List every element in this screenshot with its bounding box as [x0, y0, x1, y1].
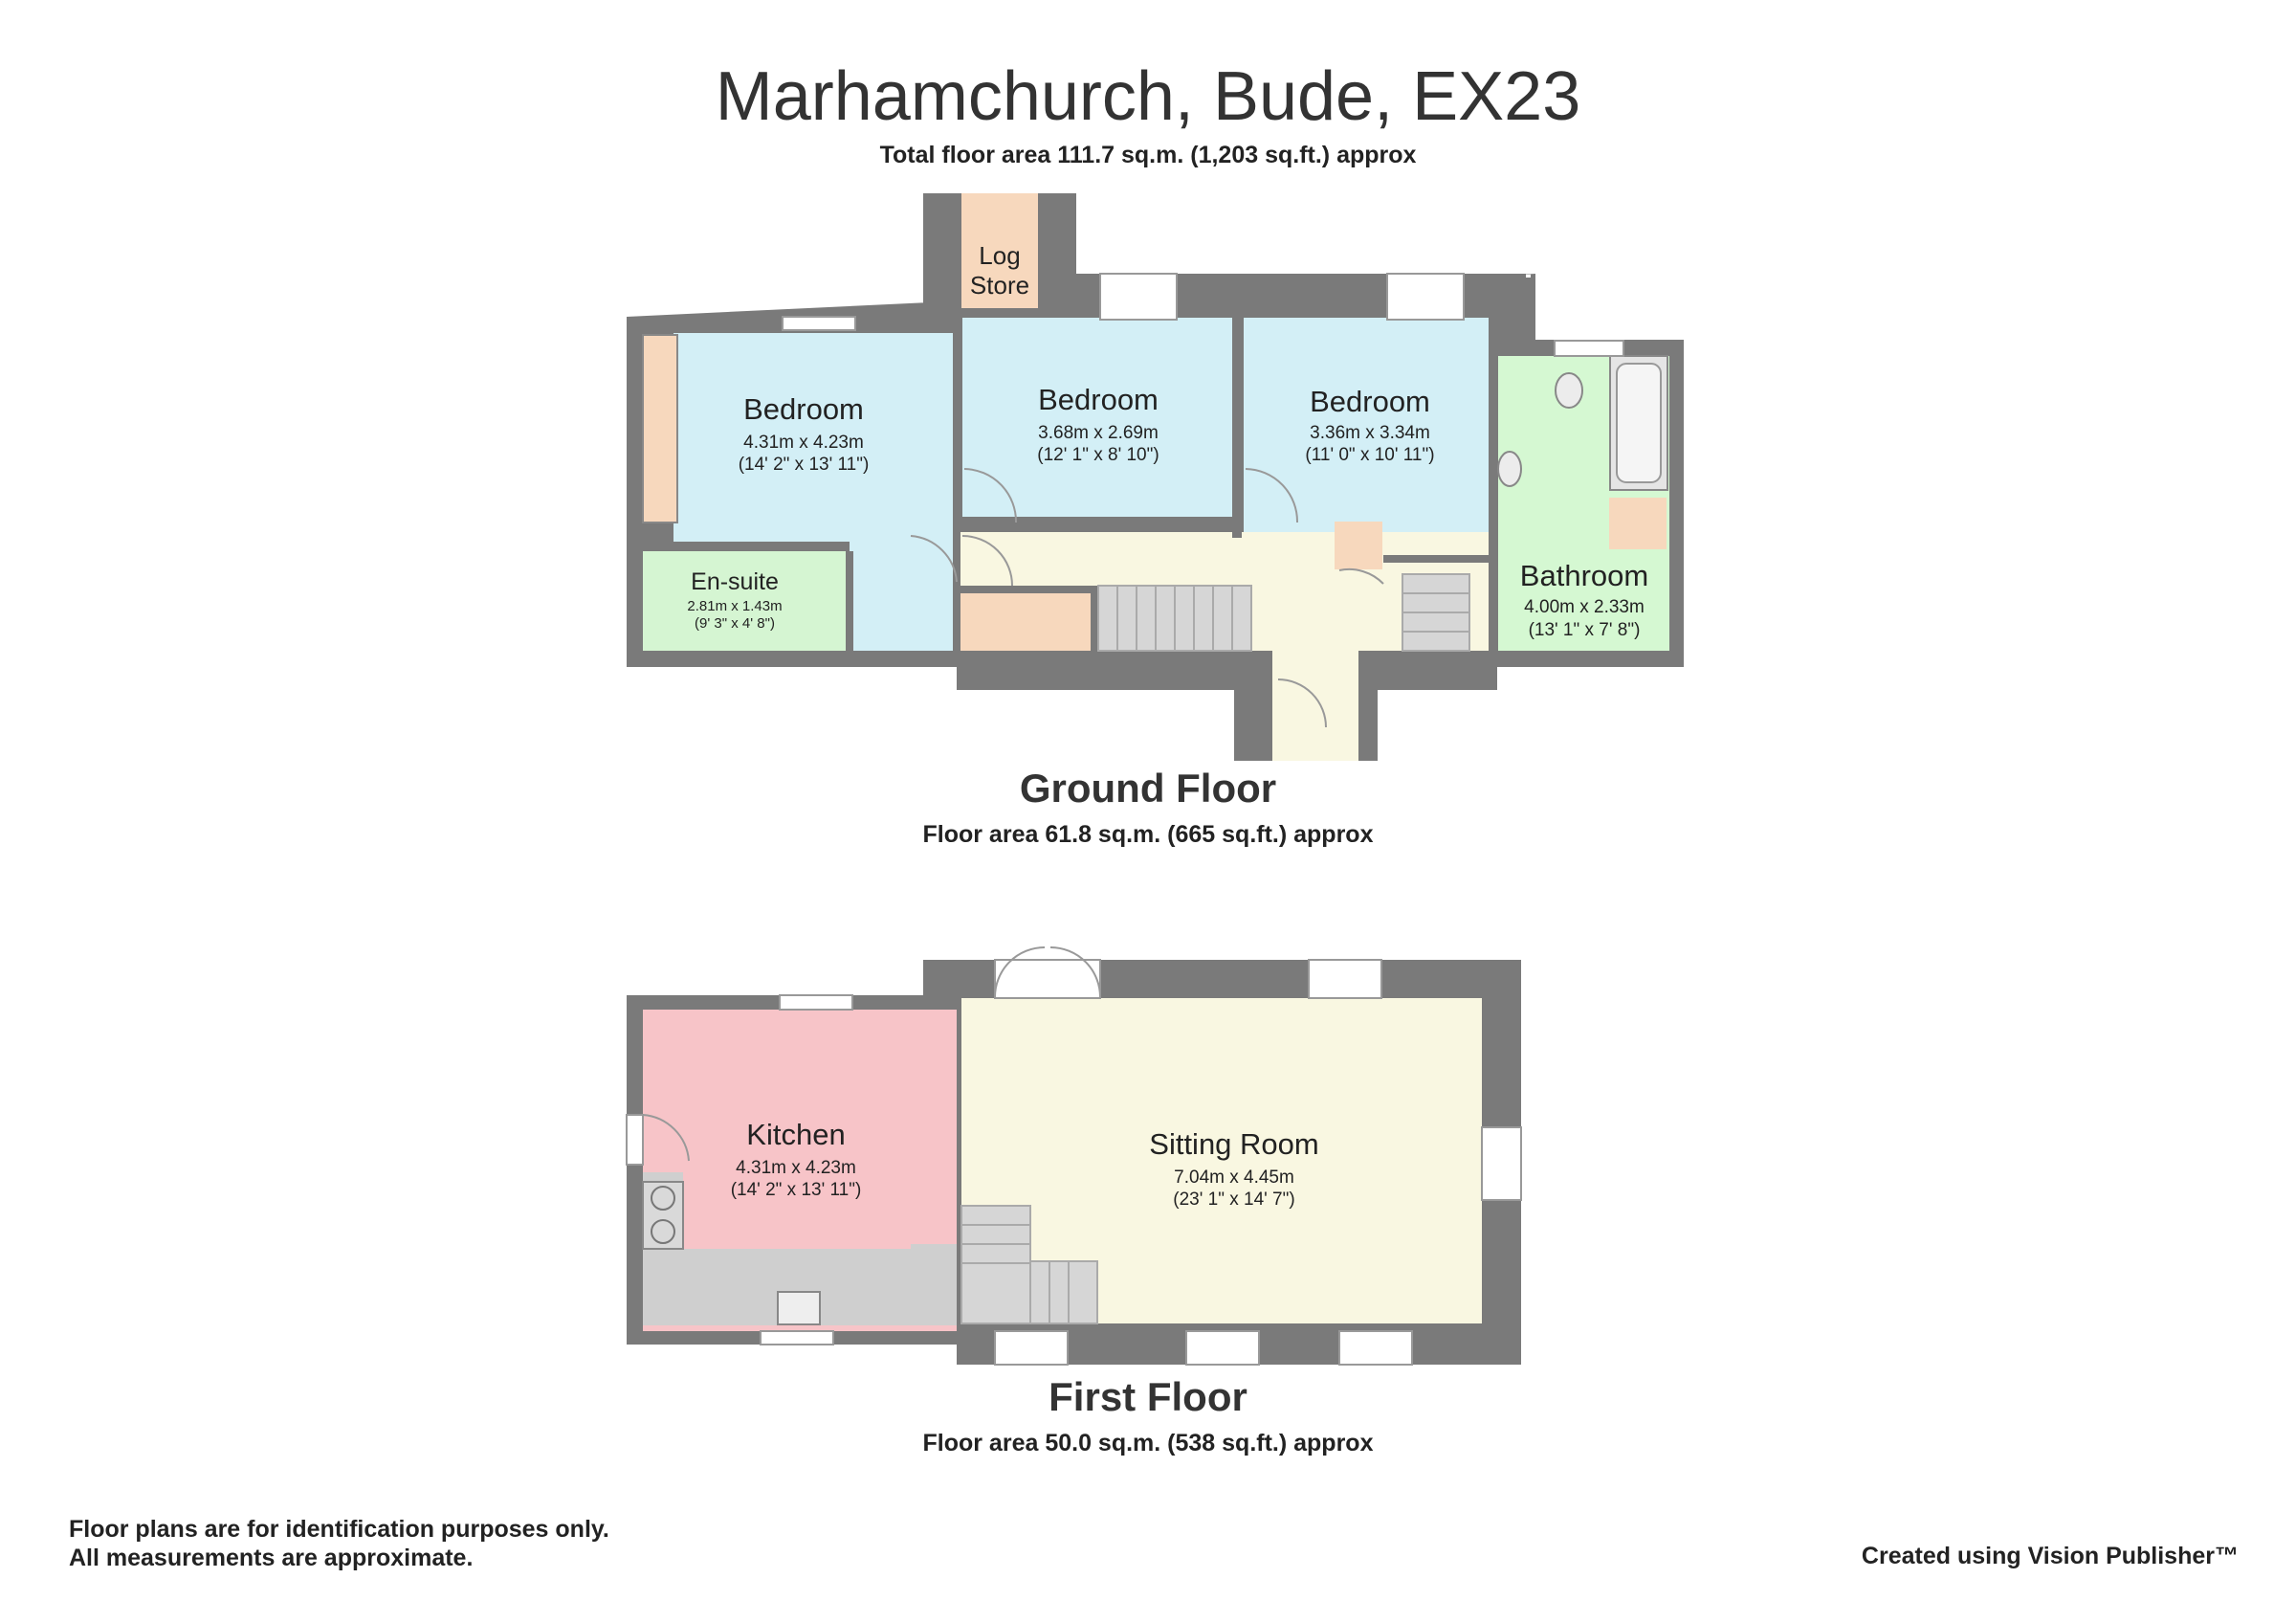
log-store-label: Log: [979, 241, 1020, 270]
first-floor-label: First Floor: [1049, 1374, 1247, 1419]
first-doors: [642, 946, 1102, 1162]
room-size-imperial: (14' 2" x 13' 11"): [731, 1180, 862, 1200]
ensuite-floor: [643, 551, 850, 651]
interior-wall: [846, 551, 853, 651]
room-size-metric: 2.81m x 1.43m: [687, 598, 782, 614]
hob: [642, 1181, 684, 1250]
room-size-imperial: (13' 1" x 7' 8"): [1529, 620, 1641, 640]
interior-wall: [1358, 651, 1368, 761]
wardrobe: [642, 334, 678, 523]
room-size-metric: 4.31m x 4.23m: [743, 433, 864, 453]
room-size-imperial: (9' 3" x 4' 8"): [695, 615, 775, 632]
log-store-label: Store: [970, 271, 1029, 300]
ground-stairs-2: [1402, 573, 1470, 652]
room-name: Bedroom: [743, 392, 864, 426]
credit-text: Created using Vision Publisher™: [1861, 1543, 2239, 1569]
room-name: En-suite: [691, 568, 779, 595]
interior-wall: [1091, 586, 1098, 651]
bathtub-inner: [1616, 363, 1662, 483]
first-stairs: [960, 1205, 1098, 1324]
entrance-floor: [1272, 651, 1358, 761]
bath-cupboard: [1609, 498, 1667, 549]
basin: [1497, 451, 1522, 487]
interior-wall: [643, 542, 850, 551]
first-windows: [626, 959, 1522, 1366]
ground-floor-label: Ground Floor: [1019, 766, 1277, 811]
cupboard-2-floor: [1335, 522, 1382, 569]
ground-stairs-1: [1097, 585, 1252, 652]
disclaimer: Floor plans are for identification purpo…: [69, 1515, 609, 1572]
sink: [777, 1291, 821, 1325]
hob-ring: [651, 1219, 675, 1244]
room-size-metric: 3.68m x 2.69m: [1038, 423, 1159, 443]
room-name: Kitchen: [746, 1118, 845, 1151]
ground-floor-area: Floor area 61.8 sq.m. (665 sq.ft.) appro…: [922, 821, 1374, 848]
bedroom-2-floor: [962, 318, 1232, 517]
interior-wall: [953, 318, 960, 651]
room-size-imperial: (14' 2" x 13' 11"): [739, 455, 870, 475]
first-floor-area: Floor area 50.0 sq.m. (538 sq.ft.) appro…: [922, 1430, 1374, 1456]
room-name: Bedroom: [1310, 385, 1430, 418]
total-floor-area: Total floor area 111.7 sq.m. (1,203 sq.f…: [879, 142, 1417, 168]
interior-wall: [1383, 555, 1489, 563]
disclaimer-line: Floor plans are for identification purpo…: [69, 1516, 609, 1543]
interior-wall: [1489, 356, 1498, 651]
interior-wall: [960, 517, 1232, 526]
log-store-floor: [961, 193, 1038, 308]
ground-doors: [910, 468, 1384, 728]
interior-wall: [957, 586, 1091, 593]
hob-ring: [651, 1186, 675, 1211]
room-size-imperial: (11' 0" x 10' 11"): [1305, 445, 1434, 465]
plan-title: Marhamchurch, Bude, EX23: [715, 58, 1581, 135]
ground-windows: [782, 273, 1624, 357]
room-size-metric: 3.36m x 3.34m: [1310, 423, 1430, 443]
room-name: Bedroom: [1038, 383, 1159, 416]
room-size-imperial: (12' 1" x 8' 10"): [1037, 445, 1159, 465]
toilet: [1555, 372, 1583, 409]
interior-wall: [1232, 318, 1242, 538]
room-name: Sitting Room: [1149, 1127, 1318, 1161]
kitchen-counter: [911, 1244, 957, 1273]
disclaimer-line: All measurements are approximate.: [69, 1545, 474, 1571]
cupboard-floor: [957, 593, 1091, 651]
interior-wall: [1263, 651, 1272, 761]
room-size-metric: 7.04m x 4.45m: [1174, 1167, 1294, 1188]
room-size-metric: 4.00m x 2.33m: [1524, 597, 1645, 617]
room-size-metric: 4.31m x 4.23m: [736, 1158, 856, 1178]
room-name: Bathroom: [1520, 559, 1648, 592]
room-size-imperial: (23' 1" x 14' 7"): [1173, 1189, 1294, 1210]
first-floor-plan: Kitchen 4.31m x 4.23m (14' 2" x 13' 11")…: [626, 946, 1522, 1366]
ground-floor-plan: Bedroom 4.31m x 4.23m (14' 2" x 13' 11")…: [627, 193, 1684, 761]
